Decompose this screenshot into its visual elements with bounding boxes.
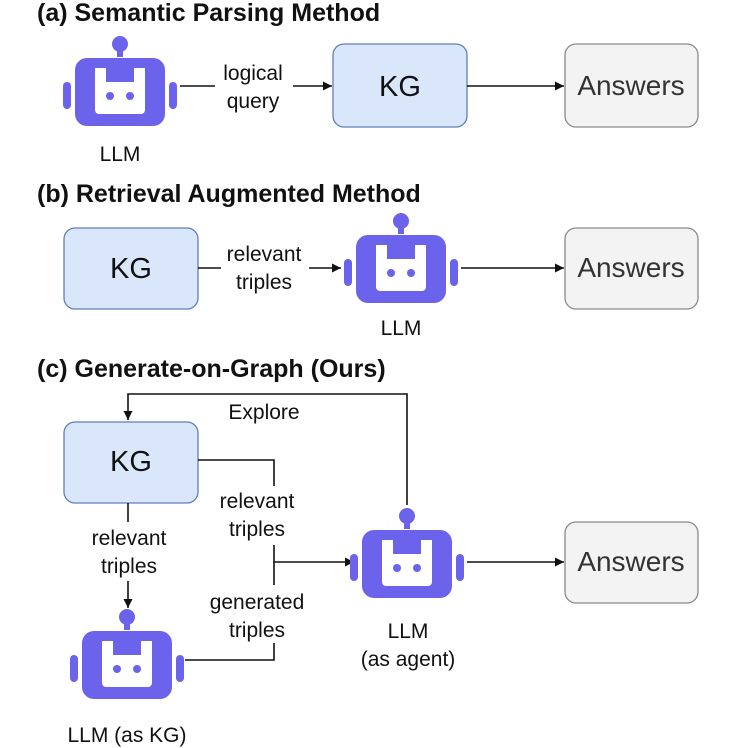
edge-label-mask [215, 60, 293, 115]
robot-icon [70, 609, 184, 699]
section-a-title: (a) Semantic Parsing Method [37, 0, 380, 27]
section-b-title: (b) Retrieval Augmented Method [37, 180, 421, 208]
edge-label-b-1: relevant [227, 243, 302, 266]
kg-label-c: KG [110, 446, 152, 478]
agent-label-1: LLM [388, 620, 429, 643]
edge-label-a-2: query [227, 90, 280, 113]
edge-label-mask [82, 522, 176, 581]
answers-box-a [564, 43, 699, 128]
kg-box-c [63, 421, 199, 504]
explore-label: Explore [228, 401, 299, 424]
llm-label-a: LLM [100, 143, 141, 166]
edge-label-mask [200, 585, 313, 643]
edge-label-mask [212, 486, 302, 545]
agent-label-2: (as agent) [361, 648, 456, 671]
robot-icon [344, 213, 458, 303]
answers-label-c: Answers [577, 546, 684, 577]
answers-box-b [564, 227, 699, 310]
llm-as-kg-label: LLM (as KG) [67, 724, 186, 747]
kg-label-b: KG [110, 253, 152, 285]
answers-label-b: Answers [577, 252, 684, 283]
edge-label-mask [221, 240, 309, 297]
kg-label-a: KG [379, 71, 421, 103]
llm-label-b: LLM [381, 317, 422, 340]
edge-label-a-1: logical [223, 62, 283, 85]
edge-label-c2-2: triples [101, 555, 157, 578]
edge-label-c3-1: generated [210, 591, 305, 614]
edge-label-b-2: triples [236, 271, 292, 294]
answers-label-a: Answers [577, 70, 684, 101]
edge-label-c2-1: relevant [92, 527, 167, 550]
edge-label-c1-2: triples [229, 518, 285, 541]
robot-icon [63, 36, 177, 126]
edge-c-explore [123, 393, 408, 505]
section-c-title: (c) Generate-on-Graph (Ours) [37, 355, 386, 383]
edge-label-c1-1: relevant [220, 490, 295, 513]
edge-label-c3-2: triples [229, 619, 285, 642]
robot-icon [350, 508, 464, 598]
answers-box-c [564, 521, 699, 604]
